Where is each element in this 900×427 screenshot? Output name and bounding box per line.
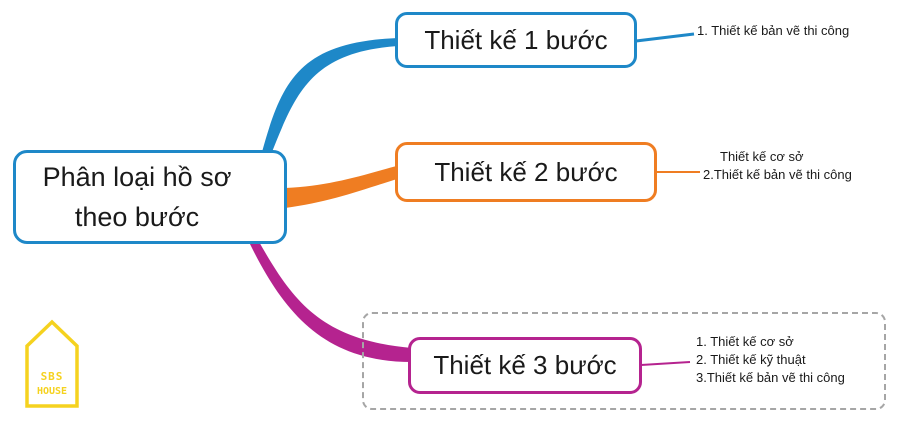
subitem: 2.Thiết kế bản vẽ thi công bbox=[703, 167, 852, 182]
subitem: 1. Thiết kế cơ sở bbox=[696, 334, 794, 349]
step-node-1-label: Thiết kế 1 bước bbox=[424, 24, 608, 55]
logo-text-line2: HOUSE bbox=[37, 386, 67, 397]
root-title-line1: Phân loại hồ sơ bbox=[42, 162, 232, 192]
step2-subitems: Thiết kế cơ sở 2.Thiết kế bản vẽ thi côn… bbox=[703, 148, 852, 184]
step3-group-box bbox=[362, 312, 886, 410]
branch-connector-step1 bbox=[262, 38, 398, 152]
subitem: 1. Thiết kế bản vẽ thi công bbox=[697, 23, 850, 38]
step1-subitems: 1. Thiết kế bản vẽ thi công bbox=[697, 22, 849, 40]
step3-subitems: 1. Thiết kế cơ sở 2. Thiết kế kỹ thuật 3… bbox=[696, 333, 845, 387]
subitem: Thiết kế cơ sở bbox=[720, 149, 804, 164]
subitem: 3.Thiết kế bản vẽ thi công bbox=[696, 370, 845, 385]
logo-text-line1: SBS bbox=[41, 370, 64, 383]
root-title-line2: theo bước bbox=[74, 202, 200, 232]
branch-connector-step2 bbox=[285, 165, 400, 208]
leaf-line-step3 bbox=[640, 361, 691, 366]
sbs-house-logo: SBS HOUSE bbox=[25, 319, 79, 408]
step-node-2: Thiết kế 2 bước bbox=[395, 142, 657, 202]
step-node-1: Thiết kế 1 bước bbox=[395, 12, 637, 68]
step-node-3: Thiết kế 3 bước bbox=[408, 337, 642, 394]
branch-connector-step3 bbox=[248, 240, 412, 362]
subitem: 2. Thiết kế kỹ thuật bbox=[696, 352, 806, 367]
root-node: Phân loại hồ sơ theo bước bbox=[13, 150, 287, 244]
step-node-3-label: Thiết kế 3 bước bbox=[433, 350, 617, 380]
leaf-line-step1 bbox=[635, 32, 695, 43]
step-node-2-label: Thiết kế 2 bước bbox=[434, 156, 618, 187]
